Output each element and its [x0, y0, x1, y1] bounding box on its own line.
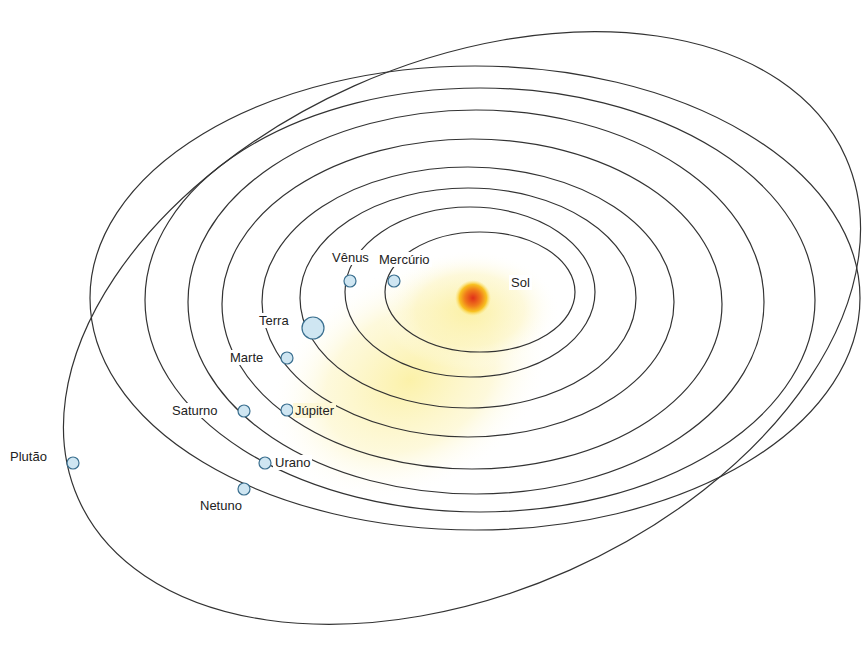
planet-label: Netuno — [198, 498, 244, 513]
sun-glow — [225, 210, 595, 551]
planet — [281, 352, 293, 364]
planet-label: Vênus — [330, 250, 371, 265]
planet — [259, 457, 271, 469]
planet-label: Plutão — [8, 449, 49, 464]
sun — [455, 280, 491, 316]
orbit — [90, 66, 860, 530]
orbit — [385, 232, 575, 352]
planet — [238, 405, 250, 417]
planet — [302, 317, 324, 339]
planet — [388, 275, 400, 287]
planet-label: Júpiter — [293, 403, 336, 418]
planet-label: Urano — [273, 455, 312, 470]
orbit — [222, 139, 722, 469]
orbit — [345, 207, 595, 377]
planet — [238, 483, 250, 495]
planet — [281, 404, 293, 416]
planet-label: Marte — [228, 350, 265, 365]
orbit — [300, 188, 636, 408]
planet-label: Sol — [509, 275, 532, 290]
planet-label: Terra — [257, 313, 291, 328]
planet — [67, 457, 79, 469]
planet-label: Mercúrio — [377, 252, 432, 267]
planets — [67, 275, 400, 495]
orbit — [145, 88, 815, 512]
planet — [344, 275, 356, 287]
planet-label: Saturno — [170, 403, 220, 418]
orbit — [188, 110, 764, 494]
orbit — [262, 167, 674, 437]
